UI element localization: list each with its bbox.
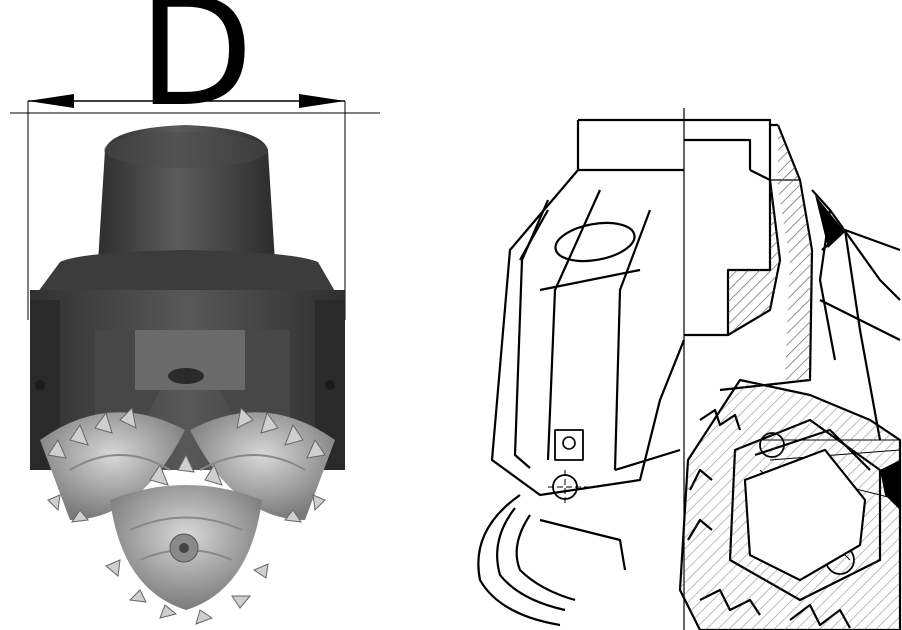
diameter-label: D bbox=[138, 0, 254, 140]
tricone-drill-bit-render-icon bbox=[30, 125, 345, 625]
section-hatching bbox=[680, 125, 900, 630]
dimension-line bbox=[10, 94, 380, 320]
arrowhead-right-icon bbox=[299, 94, 345, 108]
arrowhead-left-icon bbox=[28, 94, 74, 108]
